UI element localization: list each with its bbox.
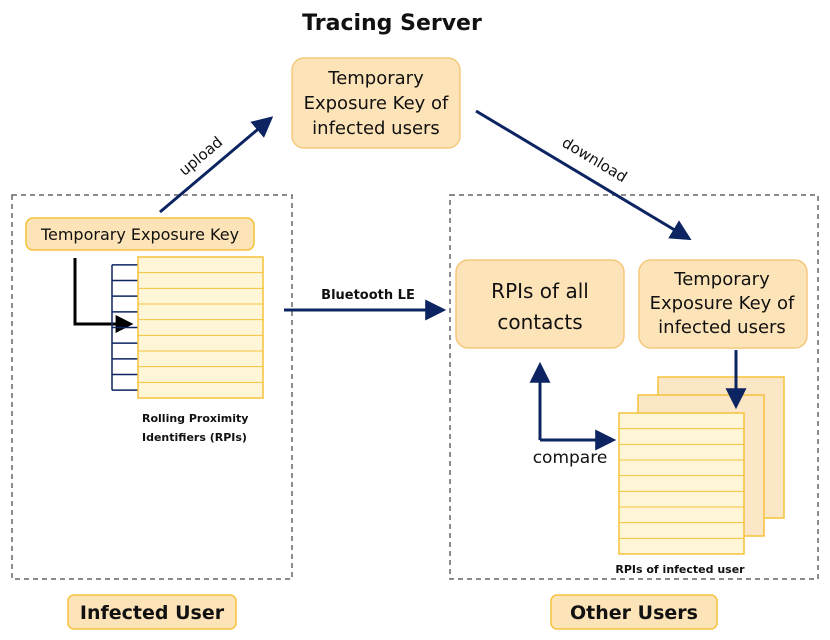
stack-front-page (618, 412, 745, 555)
download-arrow (475, 109, 692, 241)
rpis-all-contacts-box: RPIs of all contacts (455, 259, 625, 349)
diagram-title: Tracing Server (302, 11, 482, 36)
stack-page-front (618, 412, 745, 555)
rpi-caption-line-1: Rolling Proximity (142, 412, 248, 425)
rpi-doc-page (137, 256, 264, 399)
downloaded-key-box: Temporary Exposure Key of infected users (638, 259, 808, 349)
upload-label: upload (175, 133, 226, 180)
footer-infected-user-label: Infected User (80, 602, 225, 624)
server-key-line-3: infected users (312, 118, 440, 139)
downloaded-key-line-2: Exposure Key of (650, 293, 795, 314)
footer-other-users-label: Other Users (570, 602, 698, 624)
upload-arrow (159, 116, 274, 214)
derive-rpi-arrow (73, 258, 134, 333)
infected-rpi-stack (618, 376, 785, 555)
infected-key-label: Temporary Exposure Key (40, 225, 239, 244)
rpis-contacts-line-1: RPIs of all (491, 279, 589, 303)
download-label: download (559, 133, 630, 186)
rpi-document (137, 256, 264, 399)
server-key-line-1: Temporary (327, 68, 424, 89)
rpi-caption-line-2: Identifiers (RPIs) (142, 431, 247, 444)
other-users-container (449, 194, 819, 580)
downloaded-key-line-3: infected users (658, 317, 786, 338)
compare-label: compare (533, 448, 608, 468)
server-key-line-2: Exposure Key of (304, 93, 449, 114)
footer-infected-user: Infected User (67, 594, 237, 630)
server-key-box: Temporary Exposure Key of infected users (291, 57, 461, 149)
rpis-contacts-line-2: contacts (497, 310, 582, 334)
rpi-bracket (111, 264, 138, 391)
downloaded-key-line-1: Temporary (673, 269, 770, 290)
infected-user-container (11, 194, 293, 580)
infected-key-box: Temporary Exposure Key (25, 217, 255, 251)
infected-rpi-caption: RPIs of infected user (615, 563, 745, 576)
bluetooth-label: Bluetooth LE (321, 288, 415, 303)
footer-other-users: Other Users (550, 594, 718, 630)
